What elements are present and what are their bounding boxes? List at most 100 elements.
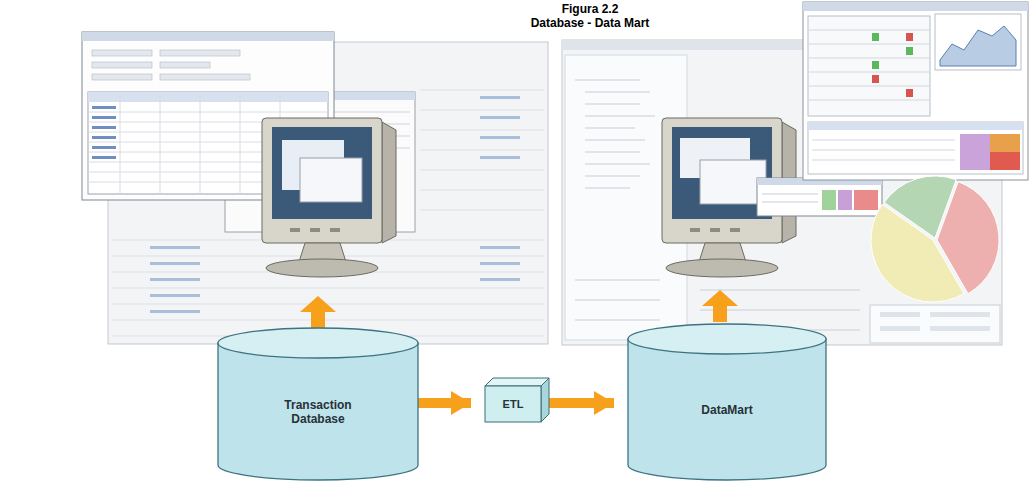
datamart-report-screens: [585, 104, 640, 105]
transaction-app-screens: [480, 278, 520, 281]
pie-chart: [871, 204, 964, 302]
transaction-app-screens: [240, 92, 241, 194]
dashboard-window: [872, 33, 879, 41]
dashboard-window: [812, 150, 955, 151]
report-window: [762, 194, 818, 202]
datamart-report-screens: [585, 164, 650, 165]
computer-monitor: [262, 118, 396, 277]
transaction-app-screens: [150, 310, 200, 313]
datamart-report-screens: [585, 176, 640, 177]
transaction-app-screens: [112, 320, 544, 321]
transaction-app-screens: [480, 136, 520, 139]
heading-block: Figura 2.2Database - Data Mart: [440, 2, 740, 30]
report-window: [757, 178, 882, 216]
node-label: DataMart: [701, 403, 752, 417]
dashboard-window: [812, 140, 955, 160]
dashboard-window: [872, 33, 913, 97]
box-side: [541, 378, 549, 422]
computer-monitor: [690, 228, 700, 232]
computer-monitor: [382, 122, 396, 243]
dashboard-window: [803, 2, 1028, 11]
transaction-app-screens: [92, 50, 152, 56]
report-panel: [930, 312, 990, 317]
computer-monitor: [272, 127, 372, 219]
transaction-app-screens: [420, 150, 544, 151]
transaction-app-screens: [420, 210, 544, 211]
report-window: [838, 190, 852, 210]
transaction-app-screens: [150, 278, 200, 281]
computer-monitor: [300, 158, 362, 202]
transaction-app-screens: [420, 170, 544, 171]
report-panel: [870, 305, 1000, 343]
transaction-app-screens: [88, 92, 328, 102]
dashboard-window: [808, 30, 930, 31]
up-arrow: [300, 296, 336, 328]
dashboard-window: [803, 2, 1028, 180]
transaction-app-screens: [92, 62, 152, 68]
report-window: [822, 190, 836, 210]
transaction-app-screens: [150, 294, 200, 297]
transaction-app-screens: [112, 288, 544, 289]
transaction-app-screens: [160, 62, 210, 68]
datamart-report-screens: [585, 140, 645, 141]
datamart-report-screens: [585, 116, 655, 117]
dashboard-window: [808, 16, 930, 116]
transaction-app-screens: [150, 246, 200, 249]
dashboard-window: [808, 100, 930, 101]
node-label: ETL: [503, 398, 524, 411]
datamart-report-screens: [585, 128, 635, 129]
transaction-app-screens: [82, 32, 548, 344]
transaction-app-screens: [120, 92, 121, 194]
transaction-app-screens: [480, 116, 520, 119]
up-arrow: [702, 290, 738, 322]
transaction-app-screens: [160, 92, 161, 194]
dashboard-window: [872, 61, 879, 69]
transaction-app-screens: [480, 96, 520, 99]
transaction-app-screens: [92, 50, 250, 80]
datamart-report-screens: [575, 280, 660, 281]
transaction-app-screens: [92, 74, 152, 80]
dashboard-window: [872, 75, 879, 83]
datamart-report-screens: [700, 290, 860, 291]
datamart-report-screens: [575, 80, 640, 81]
dashboard-window: [940, 26, 1016, 66]
transaction-app-screens: [420, 130, 544, 131]
cylinder-top: [218, 328, 418, 358]
transaction-app-screens: [480, 262, 520, 265]
computer-monitor: [690, 228, 740, 232]
report-panel: [880, 312, 920, 317]
computer-monitor: [310, 228, 320, 232]
transaction-app-screens: [92, 156, 116, 159]
box-front: [485, 386, 541, 422]
database-cylinder: Transaction Database: [218, 328, 418, 480]
text-area: DataMart: [628, 354, 826, 465]
datamart-report-screens: [575, 320, 660, 321]
transaction-app-screens: [160, 50, 240, 56]
node-label: Transaction Database: [263, 398, 373, 426]
dashboard-window: [960, 134, 990, 170]
computer-monitor: [730, 228, 740, 232]
cylinder-body: [218, 343, 418, 480]
datamart-report-screens: [575, 300, 660, 301]
box-top: [485, 378, 549, 386]
database-cylinder: DataMart: [628, 324, 826, 480]
report-window: [762, 194, 818, 195]
up-arrow: [702, 290, 738, 322]
transaction-app-screens: [150, 262, 200, 265]
dashboard-window: [990, 134, 1020, 170]
computer-monitor: [290, 228, 300, 232]
report-panel: [880, 326, 920, 331]
transaction-app-screens: [82, 32, 334, 41]
figure-title: Figura 2.2: [440, 2, 740, 16]
flow-arrow: [549, 398, 614, 408]
dashboard-window: [808, 122, 1023, 174]
computer-monitor: [666, 259, 778, 277]
dashboard-window: [808, 72, 930, 73]
dashboard-window: [935, 14, 1021, 70]
computer-monitor: [700, 160, 766, 204]
datamart-report-screens: [585, 92, 650, 93]
transaction-app-screens: [92, 106, 116, 159]
datamart-report-screens: [585, 152, 640, 153]
report-window: [762, 202, 818, 203]
